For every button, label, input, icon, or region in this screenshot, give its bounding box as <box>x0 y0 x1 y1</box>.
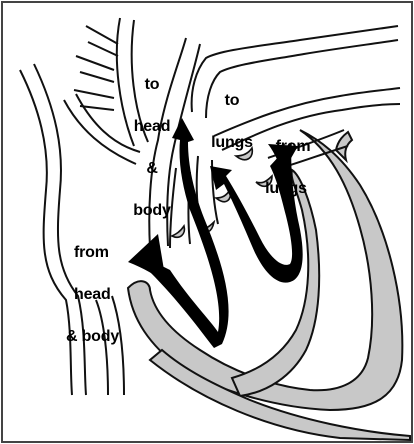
label-to-lungs: to lungs <box>206 66 258 178</box>
label-line: lungs <box>206 136 258 150</box>
label-line: from <box>66 246 126 260</box>
label-from-head-body: from head & body <box>66 218 126 372</box>
label-line: head <box>126 120 178 134</box>
label-line: from <box>256 140 316 154</box>
label-line: & body <box>66 330 126 344</box>
label-line: to <box>206 94 258 108</box>
label-to-head-body: to head & body <box>126 50 178 246</box>
label-line: lungs <box>256 182 316 196</box>
label-line: to <box>126 78 178 92</box>
label-line: head <box>66 288 126 302</box>
label-line: & <box>126 162 178 176</box>
label-line: body <box>126 204 178 218</box>
label-from-lungs: from lungs <box>256 112 316 224</box>
